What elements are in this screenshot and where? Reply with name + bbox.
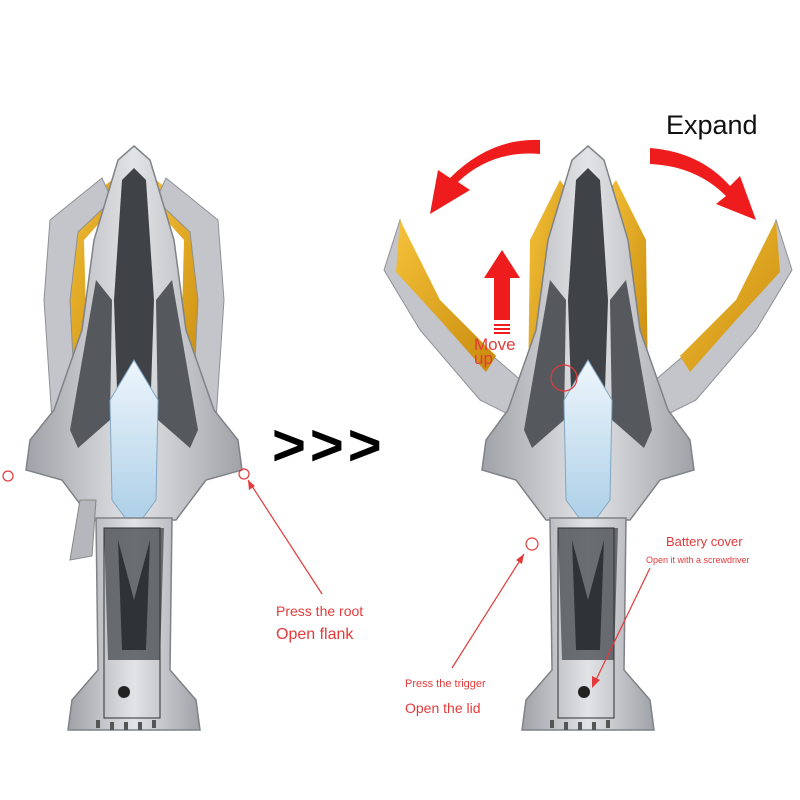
open-lid-label: Open the lid <box>405 700 481 716</box>
separator-arrows: >>> <box>272 413 386 478</box>
press-trigger-label: Press the trigger <box>405 678 486 690</box>
screw-hole <box>118 686 130 698</box>
move-up-label: Move up <box>474 335 516 368</box>
press-root-marker-left <box>2 470 14 482</box>
press-root-line <box>247 479 323 595</box>
screw-hole-open <box>578 686 590 698</box>
device-closed <box>2 145 323 731</box>
press-root-marker-right <box>238 468 250 480</box>
blade-stripe <box>114 168 154 440</box>
battery-cover-label: Battery cover <box>666 534 743 549</box>
expand-label: Expand <box>666 110 758 140</box>
curved-arrow-left-icon <box>430 139 540 214</box>
device-expanded <box>383 145 793 731</box>
move-up-marker <box>550 364 578 392</box>
screwdriver-note: Open it with a screwdriver <box>646 555 750 565</box>
open-flank-label: Open flank <box>276 626 354 643</box>
curved-arrow-right-icon <box>650 148 756 220</box>
up-arrow-icon <box>484 250 520 334</box>
trigger-marker <box>525 537 539 551</box>
battery-cover-line <box>593 567 651 685</box>
press-root-label: Press the root <box>276 603 364 619</box>
press-trigger-line <box>451 553 525 669</box>
